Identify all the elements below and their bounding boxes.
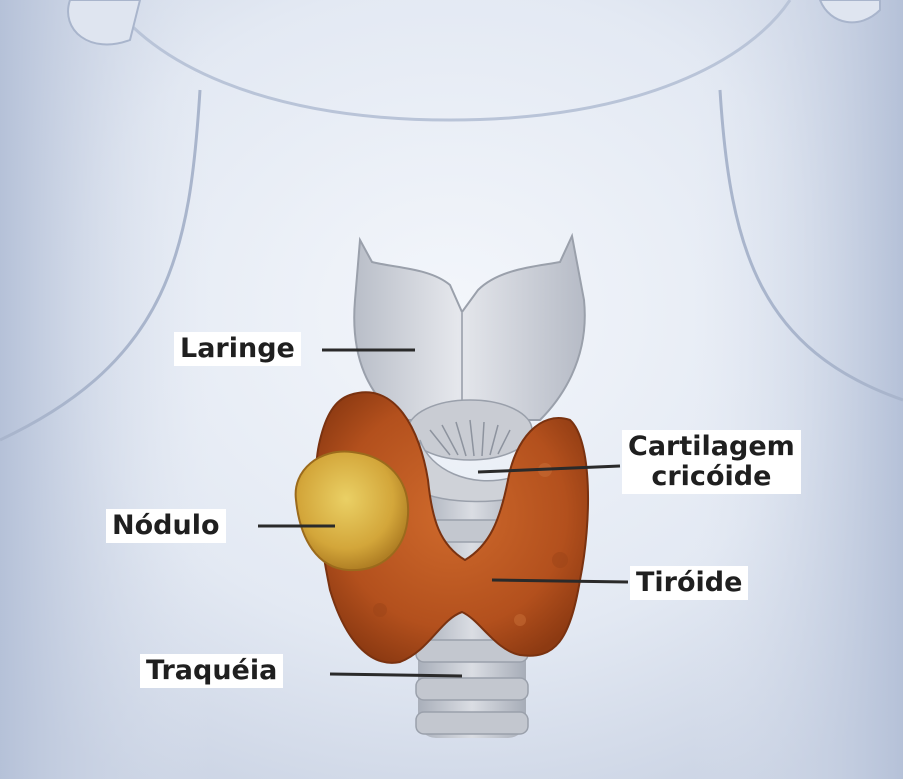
label-tiroide: Tiróide [630,566,748,600]
leader-line-tiroide [492,580,628,582]
label-laringe: Laringe [174,332,301,366]
leader-line-traqueia [330,674,462,676]
label-cartilagem-line1: Cartilagem [628,432,795,462]
label-nodulo: Nódulo [106,509,226,543]
label-traqueia: Traquéia [140,654,283,688]
label-cartilagem-cricoide: Cartilagem cricóide [622,430,801,494]
label-cartilagem-line2: cricóide [628,462,795,492]
right-shadow [693,0,903,779]
